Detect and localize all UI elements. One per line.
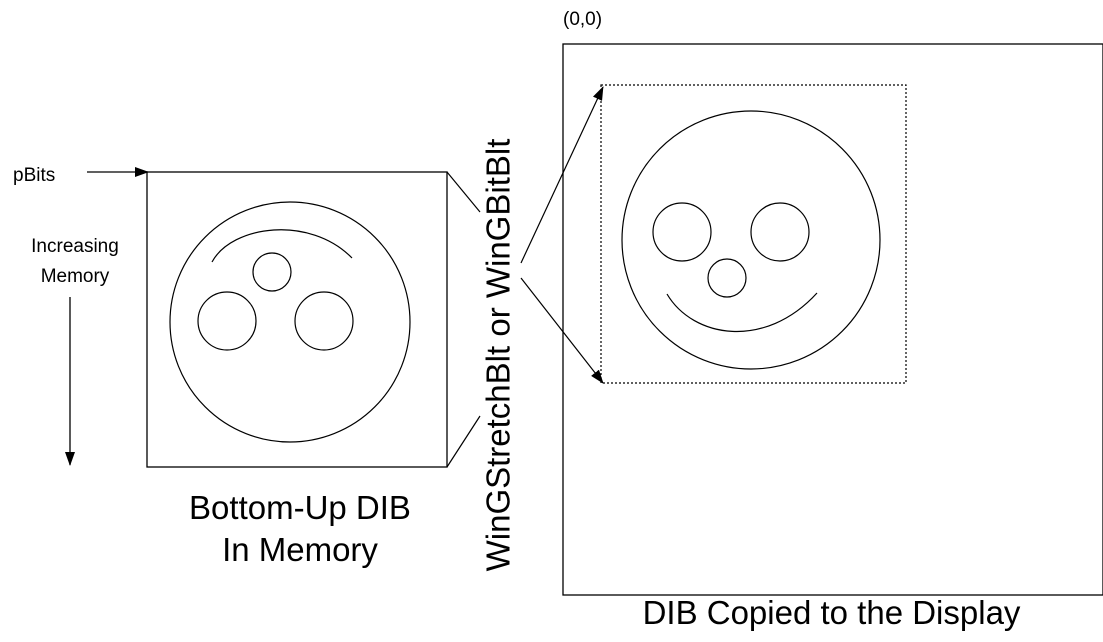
blit-arrow-top bbox=[520, 86, 604, 264]
connector-top bbox=[446, 171, 481, 213]
increasing-memory-line-2: Memory bbox=[40, 266, 110, 287]
memory-dib bbox=[146, 171, 448, 468]
memory-face-nose bbox=[252, 252, 292, 292]
display-face-nose bbox=[707, 258, 747, 298]
display-face-outline bbox=[621, 110, 881, 370]
display-dib bbox=[600, 84, 907, 384]
origin-label: (0,0) bbox=[563, 9, 603, 30]
bottom-up-dib-line-2: In Memory bbox=[222, 531, 378, 568]
blit-arrow-bottom bbox=[520, 277, 604, 384]
memory-face-outline bbox=[169, 201, 411, 443]
display-face-eye-right bbox=[750, 202, 810, 262]
display-dib-frame bbox=[600, 84, 907, 384]
memory-face-mouth bbox=[211, 229, 353, 263]
memory-dib-frame bbox=[146, 171, 448, 468]
increasing-memory-label: Increasing Memory bbox=[5, 232, 145, 292]
bottom-up-dib-line-1: Bottom-Up DIB bbox=[189, 489, 411, 526]
display-caption: DIB Copied to the Display bbox=[642, 594, 1021, 631]
connector-bottom bbox=[446, 415, 481, 468]
memory-face-eye-left bbox=[197, 291, 257, 351]
blit-functions-label: WinGStretchBlt or WinGBitBlt bbox=[479, 138, 517, 572]
display-face-mouth bbox=[666, 292, 818, 333]
memory-face-eye-right bbox=[294, 291, 354, 351]
pbits-label: pBits bbox=[13, 165, 56, 186]
display-face-eye-left bbox=[652, 202, 712, 262]
bottom-up-dib-caption: Bottom-Up DIB In Memory bbox=[140, 487, 460, 571]
display-screen bbox=[562, 43, 1103, 596]
increasing-memory-line-1: Increasing bbox=[31, 236, 119, 257]
